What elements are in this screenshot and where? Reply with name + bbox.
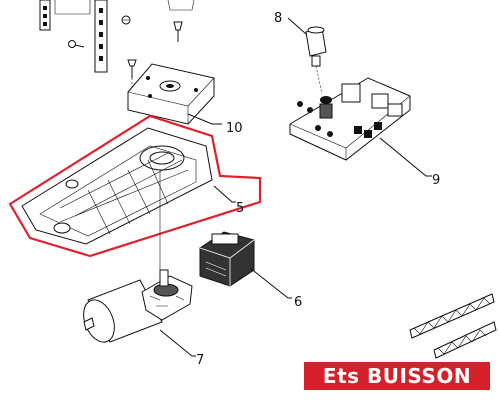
screw (173, 21, 183, 42)
mounting-bracket (39, 0, 195, 73)
callout-9: 9 (432, 173, 440, 188)
control-board (289, 77, 411, 161)
base-plate (8, 114, 262, 258)
screw (68, 40, 85, 48)
callout-10: 10 (226, 121, 243, 136)
brand-label: Ets BUISSON (304, 362, 490, 390)
cover-box (127, 63, 215, 125)
motor (83, 269, 193, 343)
transformer (199, 231, 255, 287)
callout-7: 7 (196, 353, 204, 368)
rack-segment (409, 293, 495, 339)
screw (121, 15, 131, 25)
leader-line-10 (187, 113, 222, 125)
callout-8: 8 (274, 11, 282, 26)
leader-line-9 (379, 137, 432, 177)
callout-6: 6 (294, 295, 302, 310)
leader-line-8 (287, 17, 307, 35)
screw (127, 59, 137, 92)
leader-line-5 (213, 185, 236, 203)
callout-5: 5 (236, 201, 244, 216)
potentiometer (305, 26, 327, 95)
rack-segment (433, 321, 497, 359)
leader-line-7 (159, 329, 196, 357)
leader-line-6 (249, 267, 292, 299)
